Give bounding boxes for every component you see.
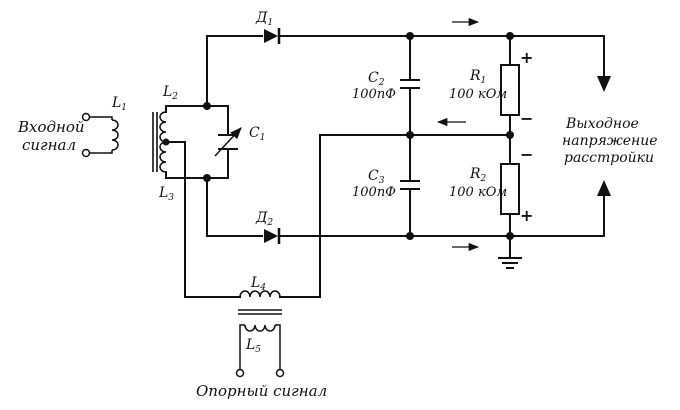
diode-D2 [264,228,281,244]
output-label-2: напряжение [562,133,658,149]
output-label-3: расстройки [564,150,654,166]
label-C2: C2 [368,70,385,88]
diode-D1 [264,28,281,44]
inductor-L3 [159,141,167,173]
label-L4: L4 [250,275,266,293]
input-signal-label-1: Входной [17,118,85,136]
value-C2: 100пФ [352,87,396,102]
label-L5: L5 [245,337,261,355]
input-terminals [81,112,113,158]
label-R1: R1 [469,68,486,86]
value-C3: 100пФ [352,185,396,200]
capacitor-C3 [400,180,420,190]
r1-plus-sign: + [520,48,533,67]
label-L1: L1 [111,95,127,113]
r2-plus-sign: + [520,206,533,225]
reference-terminal-left [235,368,245,378]
capacitor-C2 [400,79,420,89]
value-R1: 100 кОм [449,87,507,102]
label-C3: C3 [368,168,385,186]
capacitor-C1 [214,127,242,157]
transformer-core-L4-L5 [238,309,282,315]
reference-signal-label: Опорный сигнал [196,382,327,400]
output-arrow-bottom [597,180,611,196]
inductor-L5 [244,324,276,332]
ground-symbol [498,257,522,269]
label-R2: R2 [469,166,487,184]
input-signal-label-2: сигнал [22,136,76,154]
current-arrows [436,17,480,252]
label-C1: C1 [249,125,265,143]
value-R2: 100 кОм [449,185,507,200]
label-L2: L2 [162,84,178,102]
r2-minus-sign: − [520,145,533,164]
output-label-1: Выходное [565,116,639,132]
label-D1: Д1 [255,10,273,28]
r1-minus-sign: − [520,109,533,128]
input-terminal-bottom [81,148,91,158]
inductor-L2 [159,111,167,143]
transformer-core [152,112,158,172]
junction-dots [162,32,514,240]
inductor-L4 [239,290,281,298]
inductor-L1 [111,119,119,151]
reference-terminal-right [275,368,285,378]
label-D2: Д2 [255,210,273,228]
label-L3: L3 [158,185,174,203]
output-arrow-top [597,76,611,92]
